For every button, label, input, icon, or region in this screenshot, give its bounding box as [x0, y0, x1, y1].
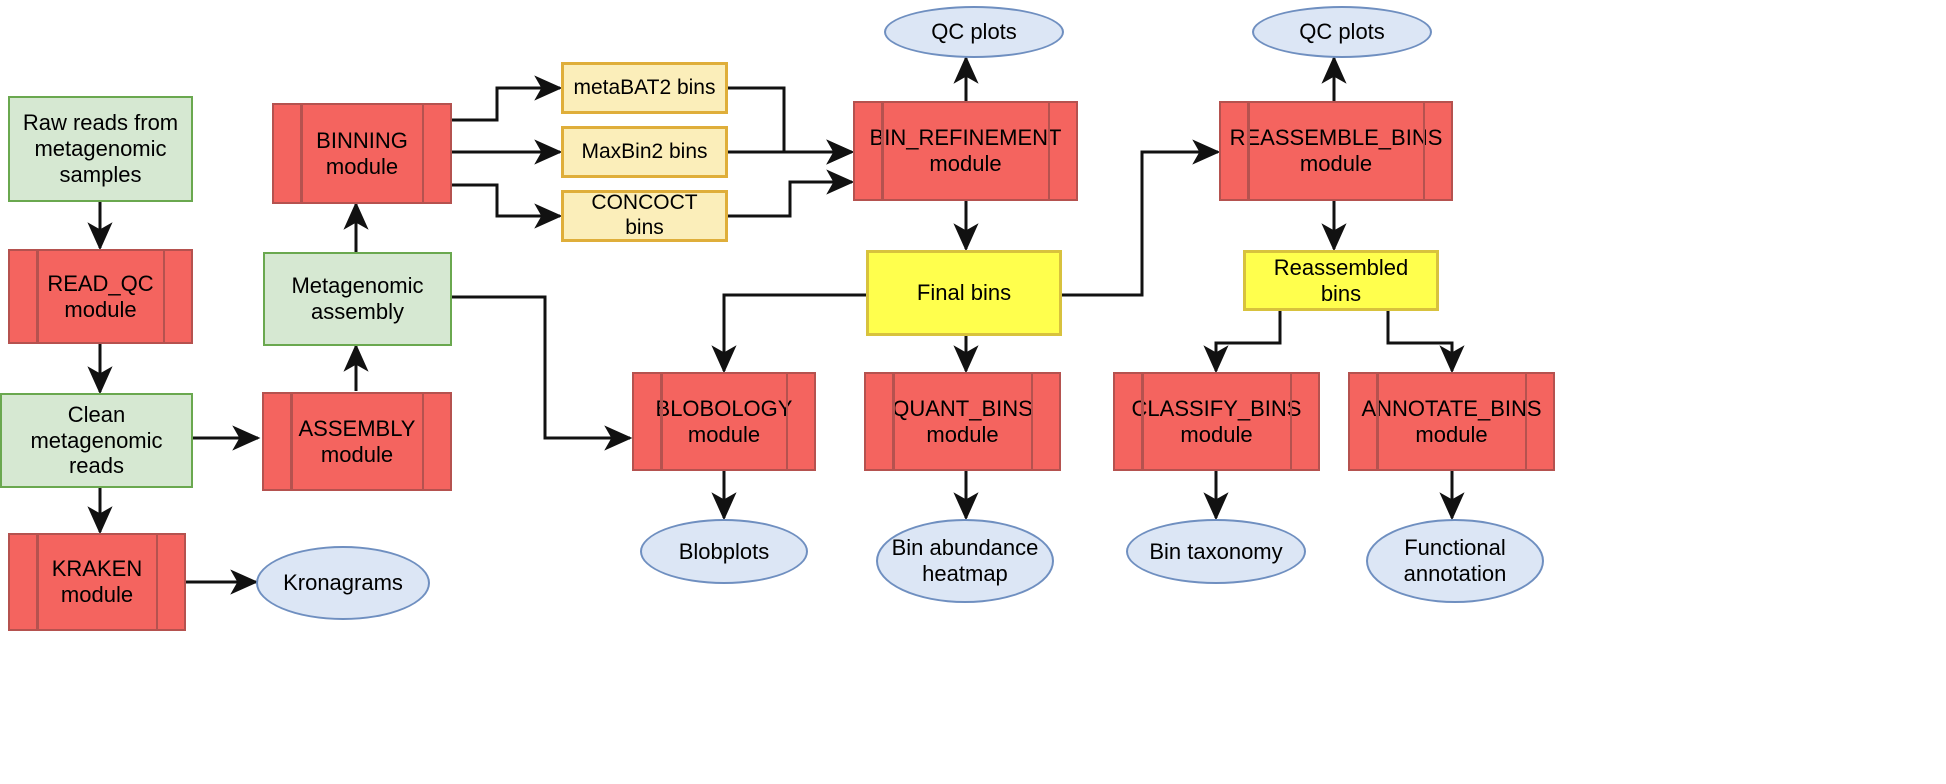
node-blobplots[interactable]: Blobplots — [640, 519, 808, 584]
node-assembly[interactable]: ASSEMBLY module — [262, 392, 452, 491]
node-bin-abundance-heatmap[interactable]: Bin abundance heatmap — [876, 519, 1054, 603]
node-assembly-label: ASSEMBLY module — [298, 415, 416, 467]
node-maxbin2-bins-label: MaxBin2 bins — [581, 139, 708, 163]
node-binning-label: BINNING module — [316, 127, 408, 179]
node-qc-plots-reassemble[interactable]: QC plots — [1252, 6, 1432, 58]
node-clean-reads-label: Clean metagenomic reads — [30, 401, 163, 479]
edge-concoct-to-bin-refinement — [728, 169, 855, 218]
edge-final-bins-to-blobology — [711, 293, 870, 374]
node-qc-plots-refinement[interactable]: QC plots — [884, 6, 1064, 58]
node-raw-reads[interactable]: Raw reads from metagenomic samples — [8, 96, 193, 202]
edge-reassembled-bins-to-annotate-bins — [1386, 311, 1465, 374]
node-qc-plots-reassemble-label: QC plots — [1299, 19, 1385, 45]
node-annotate-bins[interactable]: ANNOTATE_BINS module — [1348, 372, 1555, 471]
node-read-qc-label: READ_QC module — [47, 270, 154, 322]
node-metabat2-bins[interactable]: metaBAT2 bins — [561, 62, 728, 114]
node-clean-reads[interactable]: Clean metagenomic reads — [0, 393, 193, 488]
node-bin-taxonomy[interactable]: Bin taxonomy — [1126, 519, 1306, 584]
node-bin-taxonomy-label: Bin taxonomy — [1149, 538, 1283, 564]
node-quant-bins-label: QUANT_BINS module — [892, 395, 1033, 447]
edge-binning-to-metabat2 — [452, 75, 563, 122]
node-functional-annotation-label: Functional annotation — [1403, 535, 1507, 586]
node-metagenomic-assembly-label: Metagenomic assembly — [291, 273, 424, 324]
node-metagenomic-assembly[interactable]: Metagenomic assembly — [263, 252, 452, 346]
edge-reassembled-bins-to-classify-bins — [1203, 311, 1282, 374]
edge-metabat2-to-bin-refinement — [728, 86, 855, 165]
node-kraken[interactable]: KRAKEN module — [8, 533, 186, 631]
edge-metagenomic-assembly-to-blobology — [452, 295, 633, 451]
edge-binning-to-concoct — [452, 183, 563, 229]
node-blobology[interactable]: BLOBOLOGY module — [632, 372, 816, 471]
node-read-qc[interactable]: READ_QC module — [8, 249, 193, 344]
node-bin-refinement-label: BIN_REFINEMENT module — [869, 125, 1062, 176]
node-concoct-bins-label: CONCOCT bins — [591, 191, 698, 239]
node-blobplots-label: Blobplots — [678, 538, 770, 564]
node-raw-reads-label: Raw reads from metagenomic samples — [22, 110, 179, 187]
node-reassembled-bins-label: Reassembled bins — [1273, 254, 1409, 306]
edge-final-bins-to-reassemble-bins — [1062, 139, 1221, 297]
node-reassemble-bins-label: REASSEMBLE_BINS module — [1229, 125, 1443, 176]
node-reassemble-bins[interactable]: REASSEMBLE_BINS module — [1219, 101, 1453, 201]
node-maxbin2-bins[interactable]: MaxBin2 bins — [561, 126, 728, 178]
node-classify-bins-label: CLASSIFY_BINS module — [1131, 395, 1302, 447]
node-metabat2-bins-label: metaBAT2 bins — [573, 75, 716, 99]
node-final-bins-label: Final bins — [916, 280, 1012, 306]
node-blobology-label: BLOBOLOGY module — [655, 395, 793, 447]
node-functional-annotation[interactable]: Functional annotation — [1366, 519, 1544, 603]
node-concoct-bins[interactable]: CONCOCT bins — [561, 190, 728, 242]
node-classify-bins[interactable]: CLASSIFY_BINS module — [1113, 372, 1320, 471]
node-bin-refinement[interactable]: BIN_REFINEMENT module — [853, 101, 1078, 201]
node-quant-bins[interactable]: QUANT_BINS module — [864, 372, 1061, 471]
node-reassembled-bins[interactable]: Reassembled bins — [1243, 250, 1439, 311]
node-qc-plots-refinement-label: QC plots — [931, 19, 1017, 45]
node-kraken-label: KRAKEN module — [51, 556, 143, 607]
node-final-bins[interactable]: Final bins — [866, 250, 1062, 336]
node-binning[interactable]: BINNING module — [272, 103, 452, 204]
node-kronagrams-label: Kronagrams — [283, 570, 403, 596]
node-bin-abundance-heatmap-label: Bin abundance heatmap — [891, 535, 1039, 586]
node-annotate-bins-label: ANNOTATE_BINS module — [1361, 395, 1542, 447]
node-kronagrams[interactable]: Kronagrams — [256, 546, 430, 620]
